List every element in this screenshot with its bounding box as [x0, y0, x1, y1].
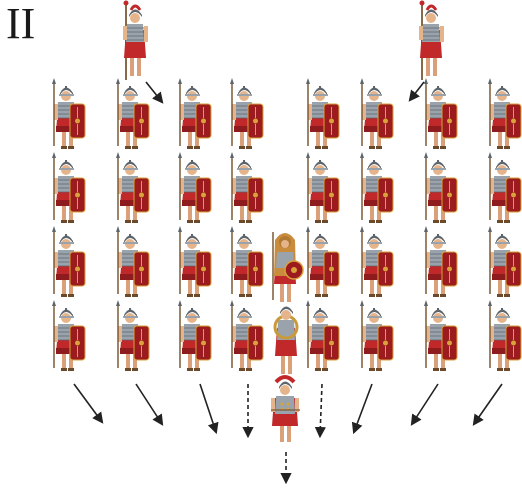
movement-arrow-icon [199, 383, 219, 435]
legionary-with-scutum-icon [52, 152, 86, 223]
legionary-with-scutum-icon [306, 152, 340, 223]
legionary-with-scutum-icon [306, 300, 340, 371]
legionary-with-scutum-icon [424, 300, 458, 371]
movement-arrows [73, 81, 503, 485]
legionary-with-scutum-icon [178, 152, 212, 223]
legionary-with-scutum-icon [230, 300, 264, 371]
officers [123, 0, 444, 80]
legionary-with-scutum-icon [52, 226, 86, 297]
movement-arrow-icon [410, 383, 439, 426]
legionary-with-scutum-icon [230, 78, 264, 149]
legionary-with-scutum-icon [360, 78, 394, 149]
legionary-with-scutum-icon [424, 226, 458, 297]
legionary-with-scutum-icon [116, 226, 150, 297]
cornicen-icon [273, 306, 299, 374]
legionary-with-scutum-icon [116, 152, 150, 223]
legionary-with-scutum-icon [52, 78, 86, 149]
troop-block [52, 78, 522, 371]
legionary-with-scutum-icon [230, 226, 264, 297]
centurion-with-pilum-icon [419, 0, 444, 80]
movement-arrow-icon [135, 383, 164, 426]
movement-arrow-icon [351, 383, 373, 435]
legionary-with-scutum-icon [488, 300, 522, 371]
legionary-with-scutum-icon [424, 78, 458, 149]
legionary-with-scutum-icon [116, 300, 150, 371]
legionary-with-scutum-icon [306, 226, 340, 297]
legionary-with-scutum-icon [306, 78, 340, 149]
legionary-with-scutum-icon [360, 226, 394, 297]
movement-arrow-icon [472, 383, 503, 426]
centurion-with-pilum-icon [123, 0, 148, 80]
movement-arrow-icon [145, 81, 164, 104]
legionary-with-scutum-icon [116, 78, 150, 149]
figure-label: II [6, 0, 36, 48]
legionary-with-scutum-icon [178, 226, 212, 297]
legionary-with-scutum-icon [52, 300, 86, 371]
legionary-with-scutum-icon [178, 300, 212, 371]
centurion-crested-helmet-icon [271, 375, 300, 442]
legionary-with-scutum-icon [488, 226, 522, 297]
movement-arrow-icon [408, 81, 425, 102]
center-column [271, 232, 304, 442]
signifer-lion-pelt-icon [272, 232, 304, 302]
movement-arrow-icon [73, 383, 104, 424]
legionary-with-scutum-icon [424, 152, 458, 223]
legionary-with-scutum-icon [360, 152, 394, 223]
legionary-with-scutum-icon [178, 78, 212, 149]
legionary-with-scutum-icon [360, 300, 394, 371]
legionary-with-scutum-icon [230, 152, 264, 223]
movement-arrow-icon [314, 383, 326, 439]
legionary-with-scutum-icon [488, 78, 522, 149]
legionary-with-scutum-icon [488, 152, 522, 223]
